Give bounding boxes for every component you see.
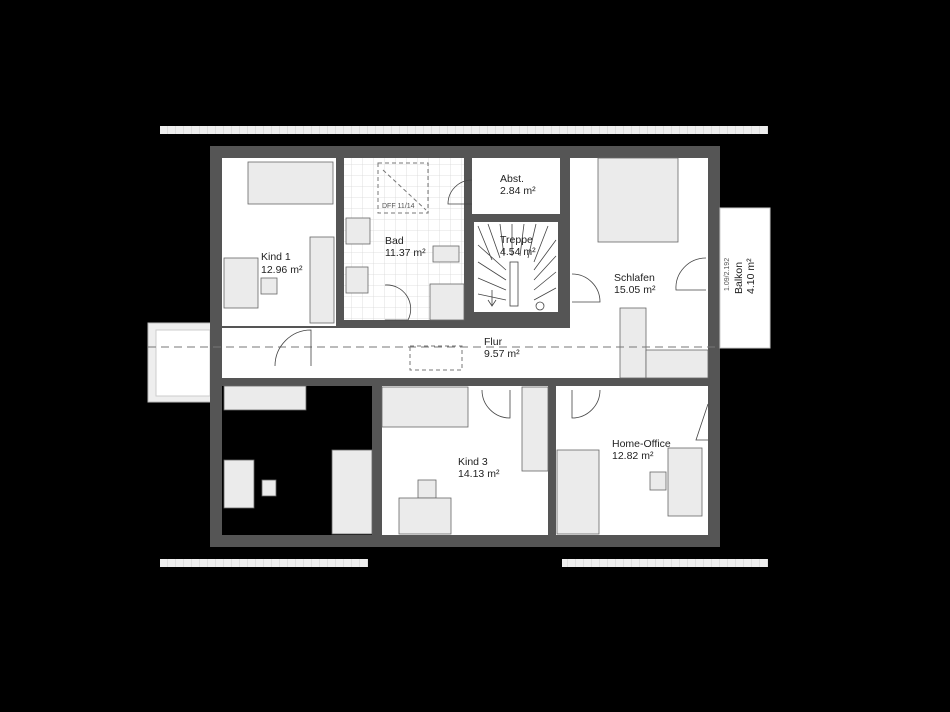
label-kind3-name: Kind 3 <box>458 456 488 468</box>
roof-strip-bottom-right <box>562 559 768 567</box>
window-office <box>695 403 709 441</box>
label-treppe-area: 4.54 m² <box>500 246 536 258</box>
label-schlafen-area: 15.05 m² <box>614 284 656 296</box>
doors <box>274 179 709 441</box>
furniture <box>223 157 709 535</box>
label-balcony-door: 1.09/2.192 <box>724 258 731 291</box>
door-kind1 <box>274 329 312 367</box>
room-abst <box>472 158 560 214</box>
label-abst-area: 2.84 m² <box>500 185 536 197</box>
balcony <box>719 207 771 349</box>
label-flur-area: 9.57 m² <box>484 348 520 360</box>
label-kind1-area: 12.96 m² <box>261 264 303 276</box>
door-bad <box>384 284 412 321</box>
label-balkon-area: 4.10 m² <box>745 258 757 294</box>
label-kind1-name: Kind 1 <box>261 251 291 263</box>
left-exterior-inner <box>155 329 211 397</box>
skylight-diagonal <box>382 169 427 211</box>
door-balkon <box>675 257 707 291</box>
door-office <box>571 389 601 419</box>
label-flur-name: Flur <box>484 336 503 348</box>
roof-strip-top <box>160 126 768 134</box>
label-abst-name: Abst. <box>500 173 524 185</box>
door-kind3 <box>481 389 511 419</box>
label-kind3-area: 14.13 m² <box>458 468 500 480</box>
label-treppe-name: Treppe <box>500 234 533 246</box>
label-bad-name: Bad <box>385 235 404 247</box>
door-schlafen <box>571 273 601 303</box>
label-skylight: DFF 11/14 <box>382 203 415 210</box>
label-office-area: 12.82 m² <box>612 450 654 462</box>
label-schlafen-name: Schlafen <box>614 272 655 284</box>
skylight-outline <box>377 162 429 214</box>
label-bad-area: 11.37 m² <box>385 247 426 259</box>
roof-strip-bottom-left <box>160 559 368 567</box>
door-abst <box>447 179 473 205</box>
staircase <box>477 223 557 311</box>
label-office-name: Home-Office <box>612 438 671 450</box>
flur-hatch <box>409 345 463 371</box>
label-balkon-name: Balkon <box>733 262 745 294</box>
